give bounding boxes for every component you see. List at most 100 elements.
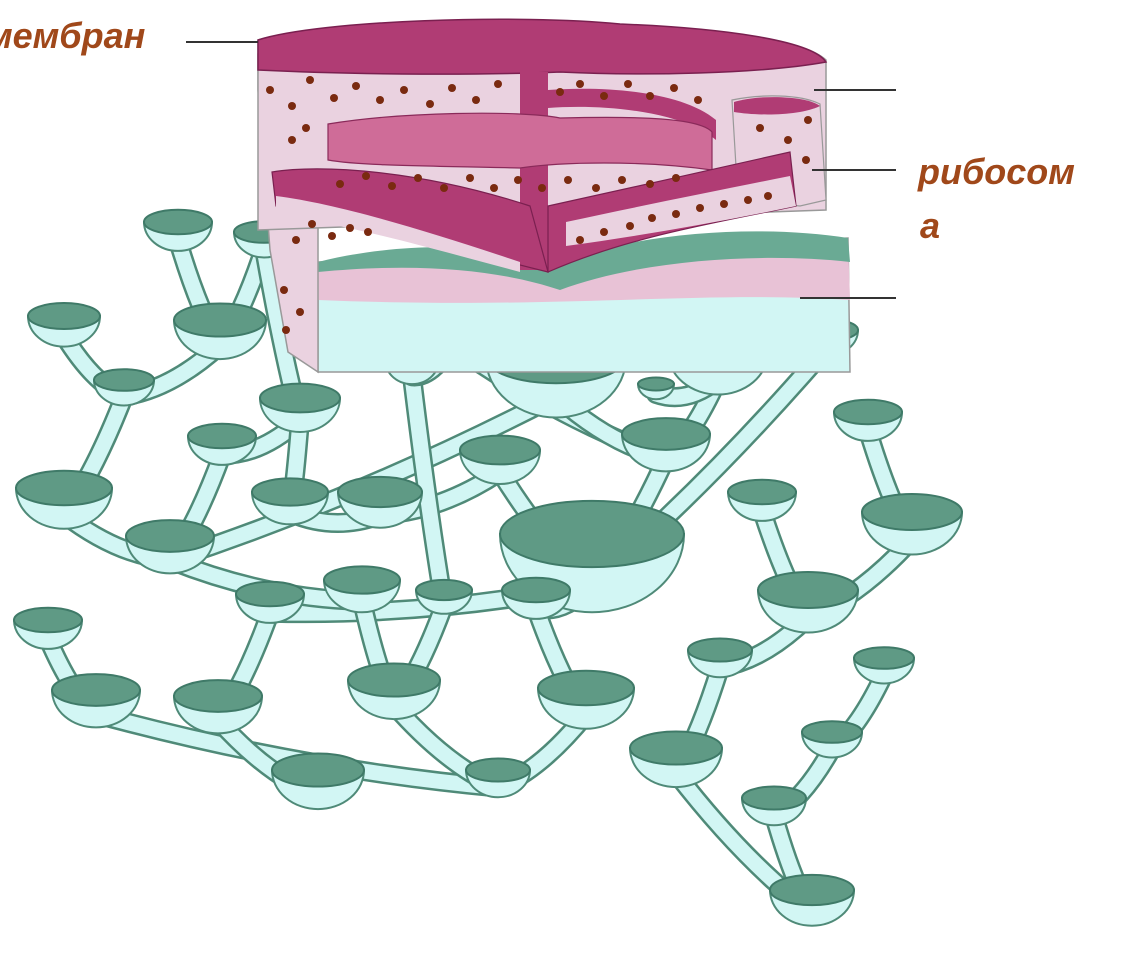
ribosome-granule bbox=[648, 214, 656, 222]
vesicle-rim bbox=[188, 424, 256, 448]
vesicle-cup bbox=[538, 671, 634, 729]
vesicle-cup bbox=[770, 875, 854, 926]
ribosome-granule bbox=[764, 192, 772, 200]
ribosome-granule bbox=[576, 236, 584, 244]
vesicle-cup bbox=[174, 680, 262, 733]
ribosome-granule bbox=[720, 200, 728, 208]
ribosome-granule bbox=[618, 176, 626, 184]
ribosome-granule bbox=[330, 94, 338, 102]
ribosome-granule bbox=[282, 326, 290, 334]
ribosome-granule bbox=[440, 184, 448, 192]
vesicle-cup bbox=[758, 572, 858, 633]
ribosome-granule bbox=[448, 84, 456, 92]
ribosome-granule bbox=[600, 228, 608, 236]
vesicle-rim bbox=[688, 638, 752, 661]
ribosome-granule bbox=[756, 124, 764, 132]
vesicle-rim bbox=[260, 384, 340, 413]
ribosome-granule bbox=[646, 92, 654, 100]
ribosome-granule bbox=[352, 82, 360, 90]
ribosome-granule bbox=[538, 184, 546, 192]
ribosome-granule bbox=[288, 102, 296, 110]
vesicle-rim bbox=[728, 480, 796, 504]
ribosome-label-continuation: а bbox=[920, 206, 940, 246]
vesicle-cup bbox=[854, 647, 914, 683]
vesicle-rim bbox=[466, 758, 530, 781]
vesicle-rim bbox=[500, 501, 684, 567]
vesicle-rim bbox=[14, 608, 82, 632]
ribosome-granule bbox=[744, 196, 752, 204]
ribosome-granule bbox=[376, 96, 384, 104]
vesicle-rim bbox=[236, 582, 304, 606]
vesicle-cup bbox=[14, 608, 82, 649]
ribosome-granule bbox=[696, 204, 704, 212]
ribosome-granule bbox=[302, 124, 310, 132]
vesicle-rim bbox=[802, 721, 862, 743]
ribosome-granule bbox=[328, 232, 336, 240]
vesicle-cup bbox=[144, 210, 212, 251]
er-middle-cisterna bbox=[328, 113, 712, 170]
ribosome-granule bbox=[426, 100, 434, 108]
ribosome-granule bbox=[626, 222, 634, 230]
vesicle-rim bbox=[862, 494, 962, 530]
ribosome-granule bbox=[308, 220, 316, 228]
ribosome-granule bbox=[564, 176, 572, 184]
vesicle-rim bbox=[338, 477, 422, 507]
vesicle-rim bbox=[126, 520, 214, 552]
vesicle-rim bbox=[622, 418, 710, 450]
ribosome-granule bbox=[306, 76, 314, 84]
vesicle-rim bbox=[854, 647, 914, 669]
ribosome-granule bbox=[388, 182, 396, 190]
ribosome-granule bbox=[514, 176, 522, 184]
vesicle-rim bbox=[28, 303, 100, 329]
vesicle-rim bbox=[16, 471, 112, 506]
ribosome-granule bbox=[296, 308, 304, 316]
ribosome-granule bbox=[784, 136, 792, 144]
vesicle-cup bbox=[630, 731, 722, 787]
vesicle-rim bbox=[758, 572, 858, 608]
vesicle-cup bbox=[638, 378, 674, 400]
ribosome-granule bbox=[364, 228, 372, 236]
ribosome-granule bbox=[646, 180, 654, 188]
vesicle-rim bbox=[324, 566, 400, 593]
vesicle-rim bbox=[538, 671, 634, 706]
ribosome-granule bbox=[672, 174, 680, 182]
ribosome-granule bbox=[556, 88, 564, 96]
membrane-label: мембран bbox=[0, 16, 145, 56]
vesicle-cup bbox=[28, 303, 100, 347]
ribosome-label: рибосом bbox=[918, 152, 1075, 192]
ribosome-granule bbox=[266, 86, 274, 94]
vesicle-rim bbox=[94, 369, 154, 391]
er-membrane-stack bbox=[258, 19, 850, 372]
vesicle-rim bbox=[770, 875, 854, 905]
vesicle-rim bbox=[416, 580, 472, 600]
vesicle-rim bbox=[174, 680, 262, 712]
vesicle-cup bbox=[272, 753, 364, 809]
er-top-rim bbox=[258, 19, 826, 74]
ribosome-granule bbox=[346, 224, 354, 232]
vesicle-rim bbox=[272, 753, 364, 786]
ribosome-granule bbox=[280, 286, 288, 294]
vesicle-cup bbox=[16, 471, 112, 529]
vesicle-rim bbox=[348, 663, 440, 696]
ribosome-granule bbox=[672, 210, 680, 218]
vesicle-cup bbox=[728, 480, 796, 521]
ribosome-granule bbox=[336, 180, 344, 188]
ribosome-granule bbox=[694, 96, 702, 104]
vesicle-cup bbox=[622, 418, 710, 471]
vesicle-cup bbox=[460, 436, 540, 484]
ribosome-granule bbox=[400, 86, 408, 94]
vesicle-rim bbox=[252, 478, 328, 505]
ribosome-granule bbox=[494, 80, 502, 88]
vesicle-rim bbox=[834, 400, 902, 424]
vesicle-cup bbox=[260, 384, 340, 432]
ribosome-granule bbox=[490, 184, 498, 192]
ribosome-granule bbox=[292, 236, 300, 244]
vesicle-rim bbox=[52, 674, 140, 706]
vesicle-cup bbox=[862, 494, 962, 555]
ribosome-granule bbox=[670, 84, 678, 92]
vesicle-cup bbox=[348, 663, 440, 719]
ribosome-granule bbox=[592, 184, 600, 192]
ribosome-granule bbox=[624, 80, 632, 88]
ribosome-granule bbox=[802, 156, 810, 164]
